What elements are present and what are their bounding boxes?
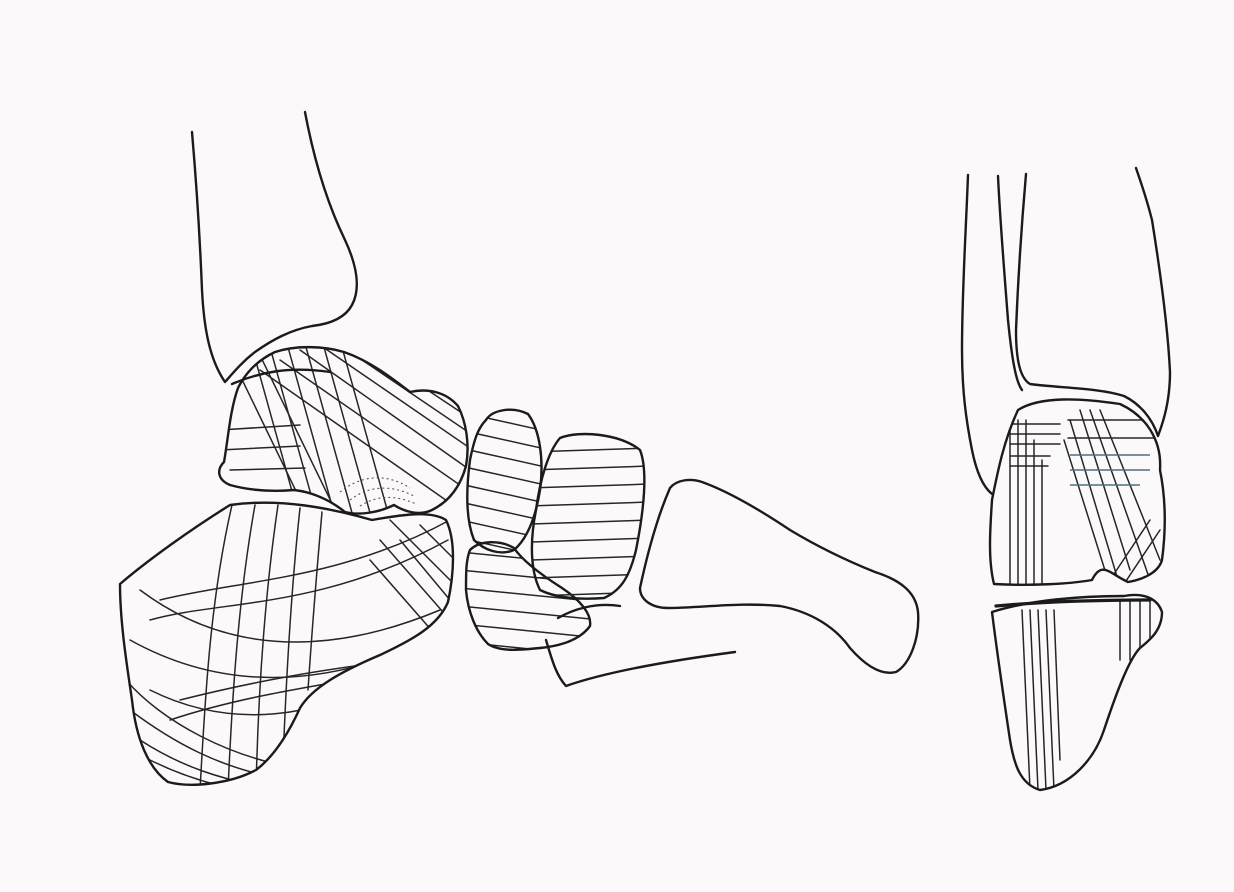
- anterior-view: [962, 168, 1170, 790]
- calcaneus-anterior-top-edge: [996, 600, 1150, 606]
- navicular-lateral: [460, 410, 550, 558]
- talus-anterior: [990, 399, 1165, 600]
- cuboid-lateral-hatching: [460, 552, 600, 656]
- cuneiform-lateral-hatching: [530, 448, 650, 596]
- tibia-anterior: [1016, 168, 1170, 436]
- lateral-view: [120, 112, 918, 795]
- calcaneus-lateral: [120, 503, 455, 795]
- talus-lateral: [219, 340, 480, 520]
- metatarsal-lateral: [640, 480, 918, 673]
- cuneiform-lateral: [530, 434, 650, 599]
- tibia-lateral: [192, 112, 357, 382]
- calcaneus-lateral-hatching: [126, 505, 455, 795]
- talus-lateral-hatching: [220, 340, 480, 520]
- calcaneus-anterior: [992, 595, 1162, 790]
- talus-anterior-hatching: [1010, 410, 1160, 600]
- fibula-anterior: [962, 175, 1022, 494]
